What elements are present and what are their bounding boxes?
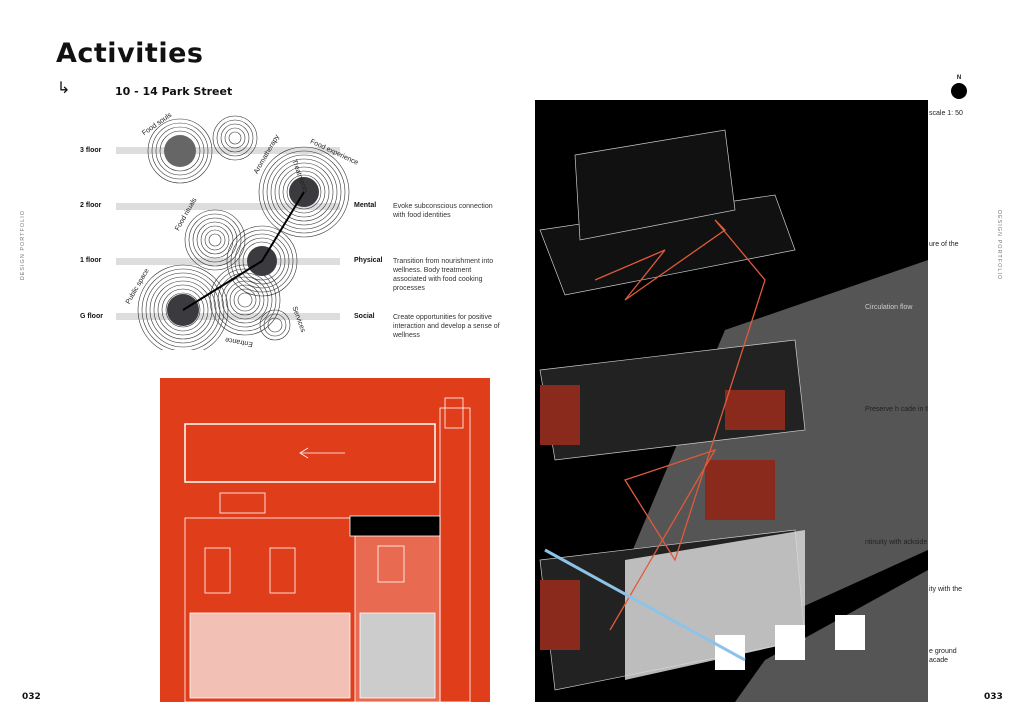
ring xyxy=(259,309,291,341)
ring xyxy=(153,280,213,340)
ring xyxy=(155,126,205,176)
ring xyxy=(258,146,350,238)
ring xyxy=(137,264,229,350)
ring xyxy=(228,131,242,145)
axonometric-drawing: Circulation flow Preserve h cade in the … xyxy=(535,100,928,702)
floor-label: 1 floor xyxy=(80,257,102,264)
ring xyxy=(212,115,258,161)
ring xyxy=(159,130,201,172)
ring xyxy=(286,174,322,210)
page-number-left: 032 xyxy=(22,692,41,702)
annotation-partial: ure of the xyxy=(929,241,959,248)
ring xyxy=(242,241,282,281)
ring xyxy=(200,225,230,255)
category-desc: Evoke subconscious connection with food … xyxy=(393,203,493,219)
north-indicator: N xyxy=(951,75,967,99)
ring xyxy=(220,123,250,153)
annotation-partial: e ground acade xyxy=(929,648,957,664)
ring xyxy=(238,237,286,285)
ring xyxy=(216,119,254,157)
ring xyxy=(213,268,277,332)
annotation-partial: ity with the xyxy=(929,586,963,593)
ring xyxy=(221,276,269,324)
ring xyxy=(151,122,209,180)
page-title: Activities xyxy=(56,38,204,69)
arrow-down-right-icon: ↳ xyxy=(57,80,71,97)
ring xyxy=(147,118,213,184)
annotation-courtyard: ntinuity with ackside urtyard xyxy=(865,539,928,546)
ring xyxy=(209,264,281,336)
ring xyxy=(229,284,261,316)
ring xyxy=(188,213,242,267)
floor-label: 2 floor xyxy=(80,202,102,209)
subtitle: 10 - 14 Park Street xyxy=(115,85,233,98)
ring xyxy=(217,272,273,328)
north-label: N xyxy=(956,75,962,81)
scale-label: scale 1: 50 xyxy=(929,110,963,117)
ring xyxy=(262,150,346,234)
ring xyxy=(267,317,283,333)
category-label: Social xyxy=(354,313,375,320)
ring xyxy=(149,276,217,344)
ring xyxy=(266,154,342,230)
ring xyxy=(278,166,330,218)
activity-diagram xyxy=(116,115,350,350)
ring xyxy=(165,292,201,328)
annotation-facade: Preserve h cade in the first flo xyxy=(865,406,928,413)
category-desc: Transition from nourishment into wellnes… xyxy=(393,258,494,292)
floor-label: G floor xyxy=(80,313,103,320)
category-label: Physical xyxy=(354,257,383,264)
ring xyxy=(161,288,205,332)
side-label-right: DESIGN PORTFOLIO xyxy=(996,210,1002,281)
ring xyxy=(204,229,226,251)
category-label: Mental xyxy=(354,202,377,209)
floor-label: 3 floor xyxy=(80,147,102,154)
category-desc: Create opportunities for positive intera… xyxy=(393,314,500,339)
ring xyxy=(282,170,326,214)
ring xyxy=(274,162,334,222)
ring xyxy=(196,221,234,259)
ring xyxy=(157,284,209,336)
ring xyxy=(192,217,238,263)
ring xyxy=(270,158,338,226)
ring xyxy=(263,313,287,337)
ring xyxy=(208,233,222,247)
ring xyxy=(234,233,290,289)
compass-icon xyxy=(951,83,967,99)
ring xyxy=(233,288,257,312)
ring xyxy=(225,280,265,320)
page-number-right: 033 xyxy=(984,692,1003,702)
ring xyxy=(224,127,246,149)
annotation-circulation: Circulation flow xyxy=(865,304,913,311)
facade-elevation xyxy=(160,378,490,703)
ring xyxy=(237,292,253,308)
ring xyxy=(226,225,298,297)
